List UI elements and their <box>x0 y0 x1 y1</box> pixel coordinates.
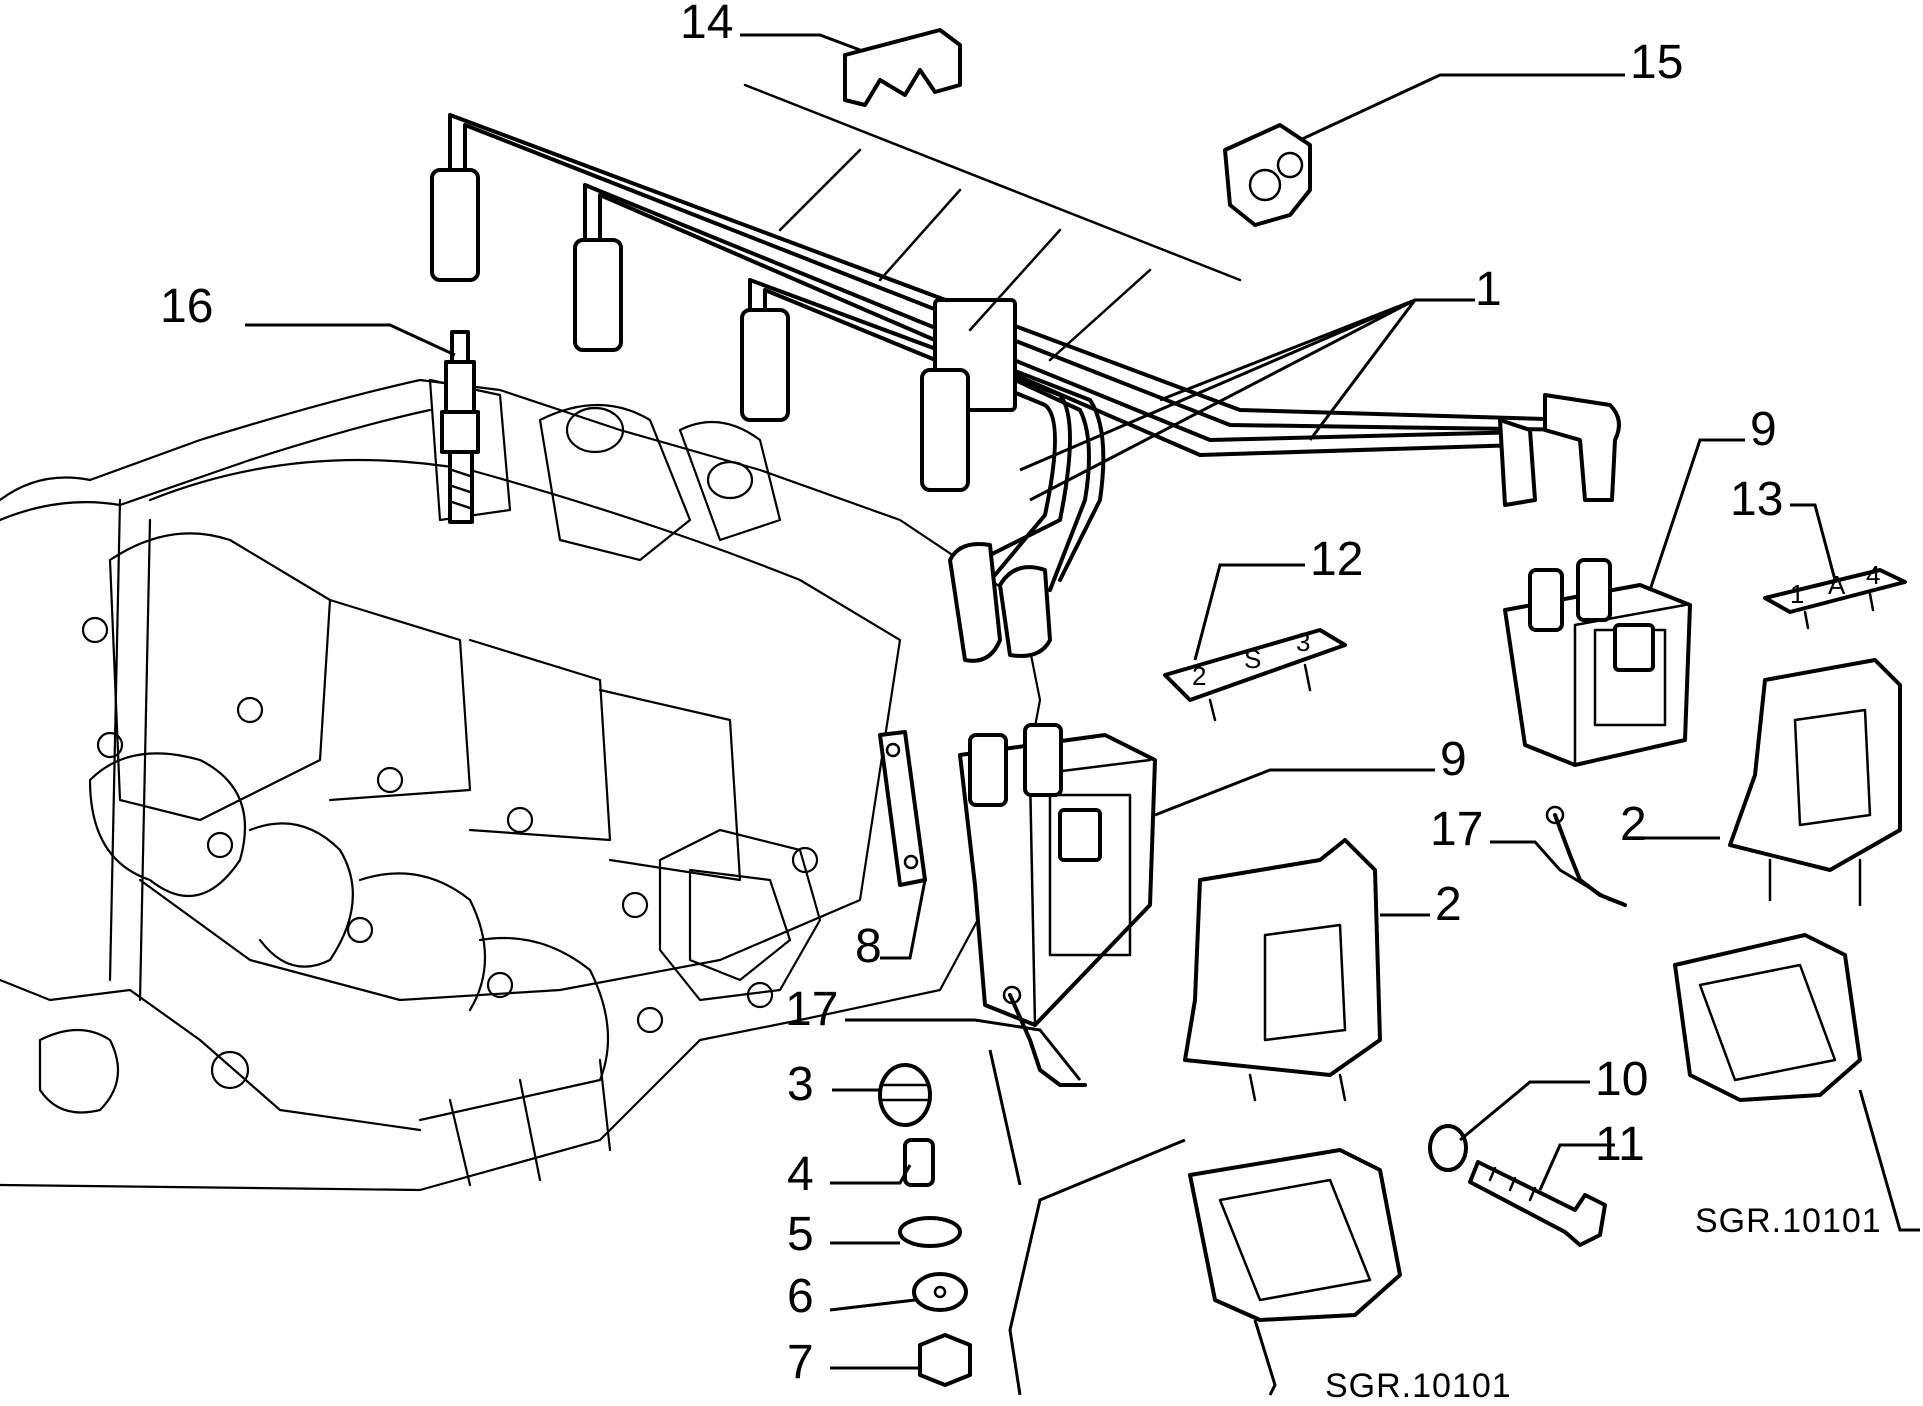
ignition-coil-right-part <box>1503 558 1692 767</box>
callout-14: 14 <box>680 0 733 49</box>
ignition-lead-set-part <box>430 113 1621 663</box>
rubber-cover-bottom-part <box>1188 1148 1402 1322</box>
label-13-char-2: A <box>1828 570 1846 600</box>
coil-bracket-centre-part <box>1183 838 1382 1102</box>
label-13-char-3: 4 <box>1866 560 1880 590</box>
callout-10: 10 <box>1595 1053 1648 1106</box>
rubber-cover-right-part <box>1673 933 1862 1102</box>
terminal-label-12-part: 2 S 3 <box>1163 627 1347 722</box>
lead-clip-part <box>843 28 962 107</box>
callout-4: 4 <box>787 1148 814 1201</box>
washer-part <box>898 1216 962 1248</box>
label-12-char-2: S <box>1244 644 1261 674</box>
ground-strap-right-part <box>1545 805 1627 907</box>
bolt-part <box>1468 1160 1607 1247</box>
terminal-label-13-part: 1 A 4 <box>1763 560 1907 630</box>
coil-bracket-right-part <box>1728 658 1902 907</box>
callout-3: 3 <box>787 1058 814 1111</box>
callout-9-right: 9 <box>1750 403 1777 456</box>
callout-8: 8 <box>855 920 882 973</box>
triple-clip-part <box>1223 123 1312 227</box>
lock-washer-part <box>912 1272 968 1312</box>
callout-12: 12 <box>1310 533 1363 586</box>
label-13-char-1: 1 <box>1790 579 1804 609</box>
callout-13: 13 <box>1730 473 1783 526</box>
spark-plug-part <box>440 330 480 524</box>
callout-6: 6 <box>787 1270 814 1323</box>
label-12-char-3: 3 <box>1296 627 1310 657</box>
ground-strap-centre-part <box>1002 985 1087 1087</box>
callout-2-right: 2 <box>1620 798 1647 851</box>
callout-17-centre: 17 <box>785 983 838 1036</box>
callout-15: 15 <box>1630 36 1683 89</box>
callout-2-centre: 2 <box>1435 878 1462 931</box>
rubber-grommet-part <box>878 1063 932 1127</box>
nut-part <box>918 1333 972 1387</box>
callout-1: 1 <box>1475 263 1502 316</box>
callout-9-centre: 9 <box>1440 733 1467 786</box>
mounting-strap-part <box>878 730 927 887</box>
callout-numbers: 14 15 1 16 9 13 12 9 17 2 2 8 17 10 3 11… <box>160 0 1882 1405</box>
label-12-char-1: 2 <box>1192 661 1206 691</box>
callout-5: 5 <box>787 1208 814 1261</box>
bolt-washer-part <box>1428 1124 1468 1172</box>
callout-11: 11 <box>1595 1118 1645 1171</box>
reference-code-bottom: SGR.10101 <box>1325 1367 1512 1401</box>
reference-code-right: SGR.10101 <box>1695 1202 1882 1240</box>
callout-16: 16 <box>160 280 213 333</box>
callout-17-right: 17 <box>1430 803 1483 856</box>
leader-lines <box>245 33 1920 1396</box>
engine-block <box>0 378 1042 1192</box>
ignition-coil-centre-part <box>958 723 1157 1027</box>
callout-7: 7 <box>787 1336 814 1389</box>
spacer-sleeve-part <box>903 1138 935 1187</box>
